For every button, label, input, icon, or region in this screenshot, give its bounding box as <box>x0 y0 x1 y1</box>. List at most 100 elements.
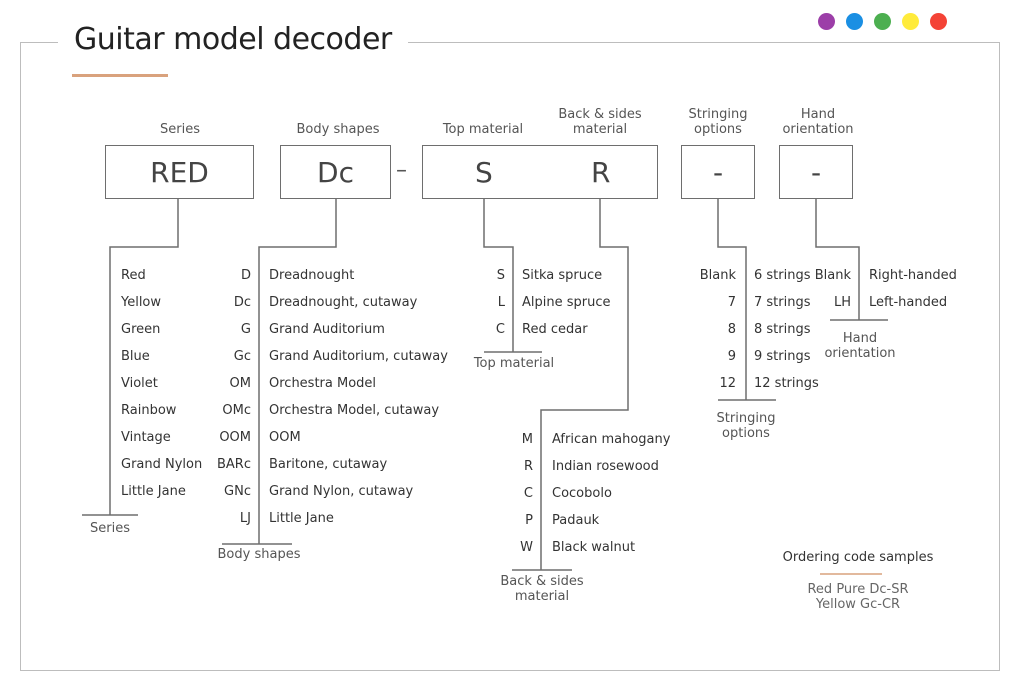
body-shape-name: Dreadnought, cutaway <box>269 295 418 310</box>
hand-orientation-name: Right-handed <box>869 268 957 283</box>
body-shape-name: Dreadnought <box>269 268 355 283</box>
hand-caption: Hand orientation <box>818 331 902 361</box>
sample-code-2: Yellow Gc-CR <box>815 597 901 612</box>
top-material-code: L <box>497 295 505 310</box>
back-sides-name: Black walnut <box>552 540 636 555</box>
body-shape-code: OMc <box>222 403 251 418</box>
header-hand-line2: orientation <box>782 122 854 137</box>
page-title: Guitar model decoder <box>74 22 392 57</box>
body-code: Dc <box>317 155 354 189</box>
body-shape-code: D <box>240 268 251 283</box>
color-dots <box>818 13 947 30</box>
series-item: Blue <box>121 349 150 364</box>
frame-top-edge-right <box>408 42 999 43</box>
series-item: Rainbow <box>121 403 177 418</box>
stringing-code: 7 <box>727 295 736 310</box>
back-sides-code: R <box>523 459 533 474</box>
stringing-code: 9 <box>727 349 736 364</box>
green-dot <box>874 13 891 30</box>
stringing-caption: Stringing options <box>704 411 788 441</box>
stringing-name: 7 strings <box>754 295 811 310</box>
body-shape-code: LJ <box>239 511 251 526</box>
series-item: Green <box>121 322 161 337</box>
stringing-code: Blank <box>699 268 736 283</box>
material-code-box: S R <box>422 145 658 199</box>
series-item: Red <box>121 268 146 283</box>
back-sides-caption-line2: material <box>514 589 570 604</box>
body-shape-code: OM <box>229 376 251 391</box>
stringing-caption-line2: options <box>722 426 770 441</box>
diagram-frame <box>20 42 1000 671</box>
stringing-code-box: - <box>681 145 755 199</box>
body-shape-name: Grand Auditorium, cutaway <box>269 349 448 364</box>
series-item: Little Jane <box>121 484 186 499</box>
back-sides-code: P <box>525 513 533 528</box>
purple-dot <box>818 13 835 30</box>
hand-orientation-code: LH <box>833 295 851 310</box>
back-sides-code: W <box>520 540 533 555</box>
header-back-sides: Back & sides material <box>550 107 650 137</box>
body-shape-code: OOM <box>219 430 251 445</box>
code-separator-dash: – <box>396 158 407 183</box>
body-shape-name: Grand Auditorium <box>269 322 385 337</box>
series-item: Grand Nylon <box>121 457 203 472</box>
body-shape-name: Grand Nylon, cutaway <box>269 484 414 499</box>
stringing-name: 12 strings <box>754 376 819 391</box>
yellow-dot <box>902 13 919 30</box>
header-series: Series <box>160 122 200 137</box>
body-shape-name: Little Jane <box>269 511 334 526</box>
hand-code: - <box>810 155 822 189</box>
header-back-sides-line2: material <box>572 122 628 137</box>
header-stringing-line2: options <box>694 122 742 137</box>
header-hand-line1: Hand <box>800 107 836 122</box>
top-material-name: Sitka spruce <box>522 268 603 283</box>
series-caption: Series <box>90 521 130 536</box>
stringing-name: 6 strings <box>754 268 811 283</box>
back-sides-caption: Back & sides material <box>492 574 592 604</box>
hand-orientation-code: Blank <box>814 268 851 283</box>
series-item: Violet <box>121 376 158 391</box>
stringing-code: 8 <box>727 322 736 337</box>
header-hand: Hand orientation <box>772 107 864 137</box>
hand-code-box: - <box>779 145 853 199</box>
top-material-code: C <box>495 322 505 337</box>
hand-orientation-name: Left-handed <box>869 295 948 310</box>
back-code: R <box>591 155 611 189</box>
blue-dot <box>846 13 863 30</box>
body-shape-name: Baritone, cutaway <box>269 457 388 472</box>
stringing-name: 8 strings <box>754 322 811 337</box>
stringing-caption-line1: Stringing <box>716 411 776 426</box>
header-back-sides-line1: Back & sides <box>558 107 642 122</box>
body-shape-name: OOM <box>269 430 301 445</box>
body-shape-name: Orchestra Model, cutaway <box>269 403 440 418</box>
top-material-caption: Top material <box>473 356 555 371</box>
body-shape-code: Gc <box>233 349 251 364</box>
top-material-name: Red cedar <box>522 322 588 337</box>
body-shape-code: G <box>240 322 251 337</box>
body-code-box: Dc <box>280 145 391 199</box>
series-code-box: RED <box>105 145 254 199</box>
series-code: RED <box>150 155 209 189</box>
back-sides-name: African mahogany <box>552 432 671 447</box>
body-shapes-caption: Body shapes <box>217 547 301 562</box>
sample-code-1: Red Pure Dc-SR <box>807 582 909 597</box>
series-item: Yellow <box>121 295 162 310</box>
header-stringing: Stringing options <box>672 107 764 137</box>
back-sides-name: Cocobolo <box>552 486 612 501</box>
back-sides-name: Indian rosewood <box>552 459 659 474</box>
top-material-name: Alpine spruce <box>522 295 611 310</box>
samples-block: Red Pure Dc-SR Yellow Gc-CR <box>770 582 946 612</box>
back-sides-code: M <box>521 432 533 447</box>
body-shape-code: Dc <box>233 295 251 310</box>
top-code: S <box>475 155 493 189</box>
body-shape-code: GNc <box>224 484 251 499</box>
red-dot <box>930 13 947 30</box>
stringing-code: - <box>712 155 724 189</box>
frame-top-edge-left <box>20 42 58 43</box>
hand-caption-line1: Hand <box>842 331 878 346</box>
series-item: Vintage <box>121 430 171 445</box>
header-top-material: Top material <box>442 122 524 137</box>
title-underline <box>72 74 168 77</box>
body-shape-code: BARc <box>217 457 251 472</box>
